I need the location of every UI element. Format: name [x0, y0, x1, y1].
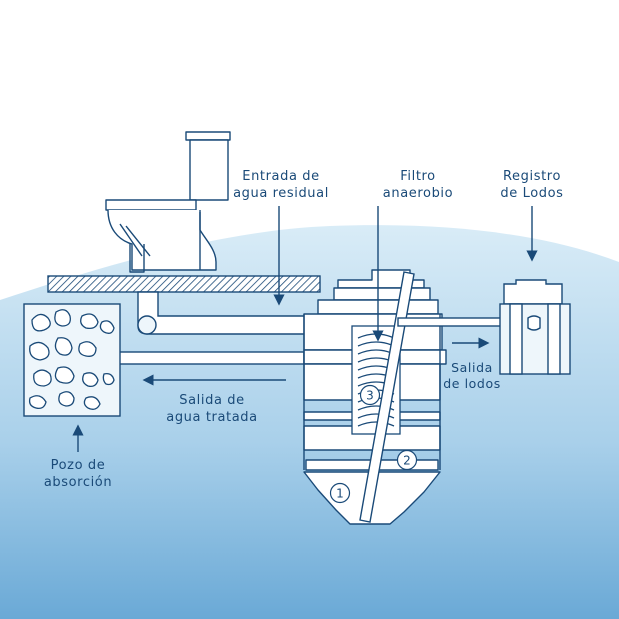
- svg-text:3: 3: [366, 389, 374, 403]
- label-registro-de-lodos: Registro de Lodos: [494, 168, 570, 202]
- toilet: [105, 131, 231, 273]
- sludge-registry: [499, 279, 571, 375]
- inlet-pipe: [137, 291, 315, 335]
- label-entrada-line1: Entrada de: [242, 169, 320, 184]
- marker-3: 3: [359, 384, 381, 406]
- arrows: [72, 206, 538, 452]
- label-salida-lodos-line2: de lodos: [443, 376, 501, 391]
- label-filtro-line1: Filtro: [400, 169, 436, 184]
- sludge-tube: [359, 271, 415, 523]
- label-entrada-agua-residual: Entrada de agua residual: [232, 168, 330, 202]
- label-salida-de-lodos: Salida de lodos: [438, 360, 506, 392]
- floor-slab: [47, 275, 321, 293]
- label-pozo-line2: absorción: [43, 475, 113, 490]
- label-pozo-de-absorcion: Pozo de absorción: [34, 457, 122, 491]
- label-salida-agua-tratada: Salida de agua tratada: [162, 392, 262, 426]
- treated-water-pipe: [100, 351, 305, 365]
- label-filtro-anaerobio: Filtro anaerobio: [378, 168, 458, 202]
- label-salida-agua-line2: agua tratada: [166, 410, 258, 425]
- svg-text:2: 2: [403, 454, 411, 468]
- label-filtro-line2: anaerobio: [382, 186, 454, 201]
- svg-text:1: 1: [336, 487, 344, 501]
- label-registro-line1: Registro: [503, 169, 561, 184]
- label-pozo-line1: Pozo de: [50, 458, 106, 473]
- label-salida-lodos-line1: Salida: [451, 360, 493, 375]
- absorption-well: [23, 303, 121, 417]
- label-registro-line2: de Lodos: [500, 186, 564, 201]
- label-entrada-line2: agua residual: [233, 186, 329, 201]
- marker-1: 1: [329, 482, 351, 504]
- marker-2: 2: [396, 449, 418, 471]
- label-salida-agua-line1: Salida de: [179, 393, 245, 408]
